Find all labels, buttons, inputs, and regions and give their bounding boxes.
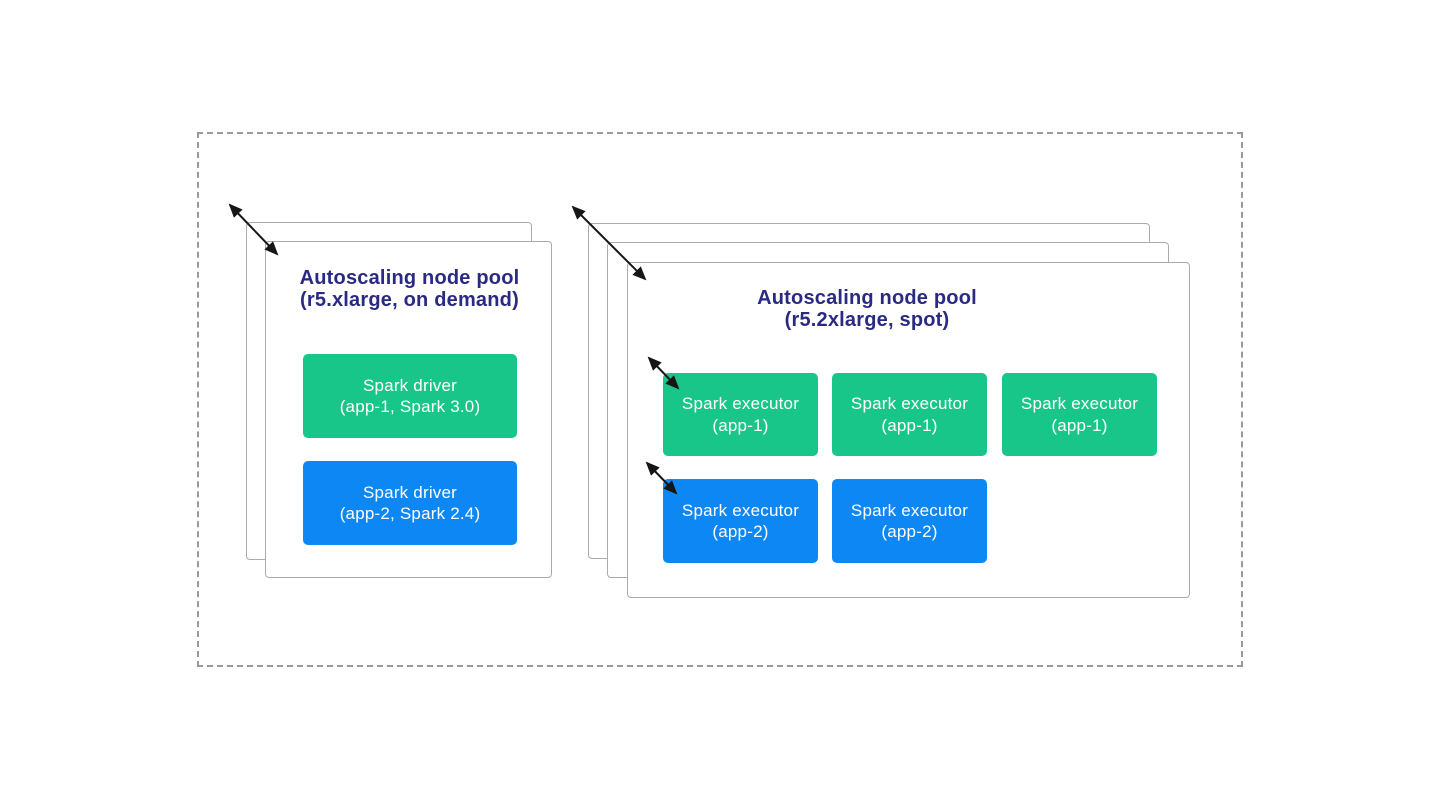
spark-executor-box-app1: Spark executor (app-1) bbox=[832, 373, 987, 456]
pool-title-spot: Autoscaling node pool (r5.2xlarge, spot) bbox=[628, 287, 1106, 331]
node-label-line2: (app-1) bbox=[712, 415, 769, 435]
node-label-line2: (app-2) bbox=[712, 522, 769, 541]
node-label-line2: (app-1) bbox=[1051, 415, 1108, 435]
node-label-line1: Spark driver bbox=[362, 482, 458, 502]
pool-title-line1: Autoscaling node pool bbox=[757, 287, 977, 309]
pool-title-line1: Autoscaling node pool bbox=[299, 267, 520, 289]
node-label-line2: (app-2, Spark 2.4) bbox=[339, 504, 481, 523]
node-label-line1: Spark executor bbox=[681, 500, 800, 520]
spark-executor-box-app1: Spark executor (app-1) bbox=[1002, 373, 1157, 456]
node-label-line1: Spark executor bbox=[1020, 394, 1139, 413]
spark-executor-box-app2: Spark executor (app-2) bbox=[832, 479, 987, 563]
spark-driver-box-app1: Spark driver (app-1, Spark 3.0) bbox=[303, 354, 517, 438]
pool-title-line2: (r5.2xlarge, spot) bbox=[784, 309, 950, 331]
node-label-line2: (app-2) bbox=[881, 522, 938, 541]
node-label-line1: Spark executor bbox=[850, 394, 969, 413]
spark-executor-box-app2: Spark executor (app-2) bbox=[663, 479, 818, 563]
node-label-line1: Spark executor bbox=[681, 394, 800, 413]
node-label-line2: (app-1, Spark 3.0) bbox=[339, 397, 481, 416]
node-label-line2: (app-1) bbox=[881, 415, 938, 435]
node-pool-card-front-ondemand: Autoscaling node pool (r5.xlarge, on dem… bbox=[265, 241, 552, 578]
cluster-boundary bbox=[197, 132, 1243, 667]
node-label-line1: Spark executor bbox=[850, 500, 969, 520]
pool-title-ondemand: Autoscaling node pool (r5.xlarge, on dem… bbox=[266, 267, 553, 311]
node-pool-card-front-spot: Autoscaling node pool (r5.2xlarge, spot)… bbox=[627, 262, 1190, 598]
spark-executor-box-app1: Spark executor (app-1) bbox=[663, 373, 818, 456]
pool-title-line2: (r5.xlarge, on demand) bbox=[300, 289, 519, 311]
node-label-line1: Spark driver bbox=[362, 375, 458, 395]
spark-driver-box-app2: Spark driver (app-2, Spark 2.4) bbox=[303, 461, 517, 545]
